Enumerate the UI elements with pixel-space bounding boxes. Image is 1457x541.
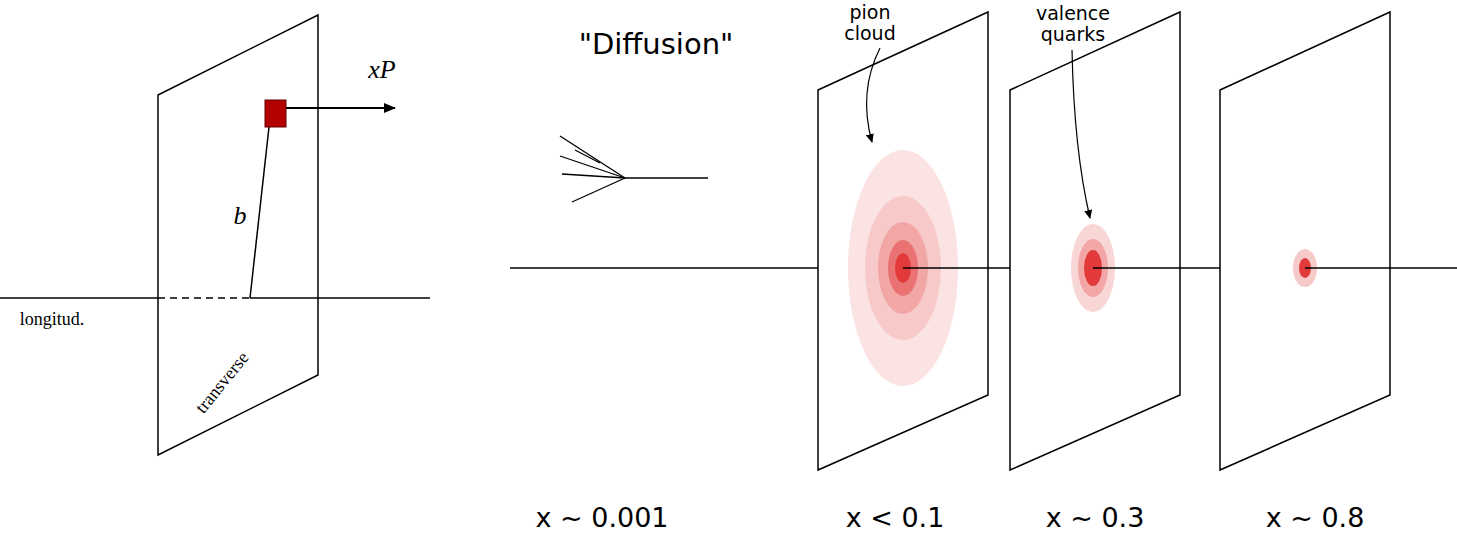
process-label: "Diffusion" <box>579 29 734 61</box>
x-value-label: x ~ 0.001 <box>535 503 668 533</box>
annotation-label: valence quarks <box>1027 3 1119 45</box>
momentum-label: xP <box>368 56 395 85</box>
leader-line <box>1072 50 1090 218</box>
x-slices <box>510 12 1457 470</box>
leader-line <box>867 48 880 142</box>
x-value-label: x < 0.1 <box>846 503 945 533</box>
axis-label: longitud. <box>20 310 85 330</box>
diffusion-fan <box>560 136 708 202</box>
annotation-label: pion cloud <box>830 2 910 44</box>
x-value-label: x ~ 0.8 <box>1266 503 1365 533</box>
impact-parameter-figure <box>0 15 430 455</box>
impact-parameter-label: b <box>234 202 247 231</box>
x-value-label: x ~ 0.3 <box>1046 503 1145 533</box>
